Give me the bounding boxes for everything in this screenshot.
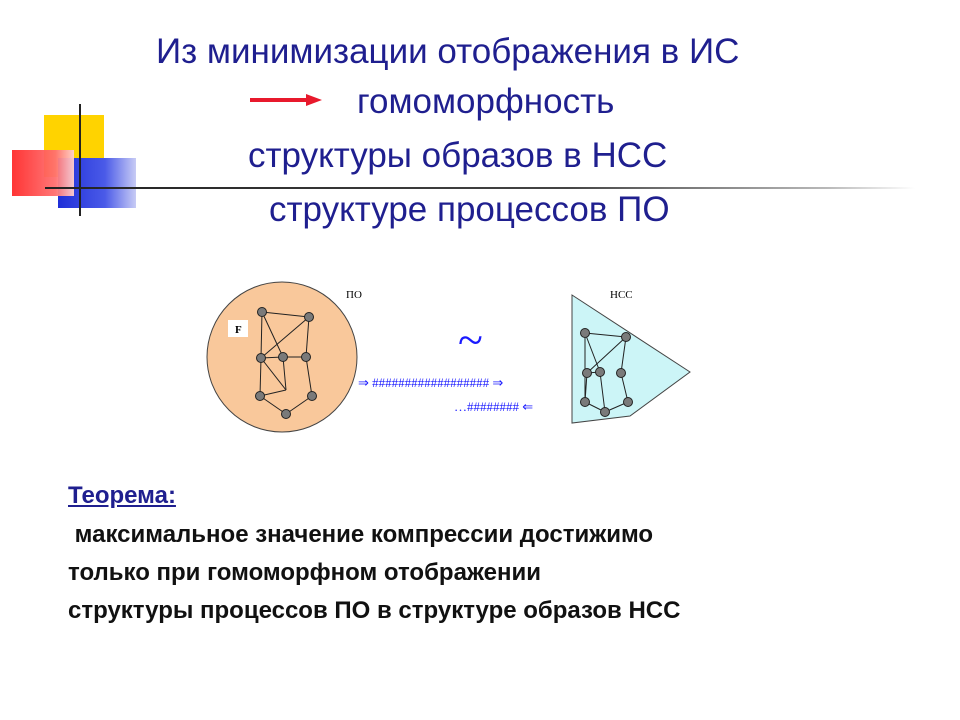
deco-horizontal-line	[45, 187, 915, 189]
f-label: F	[235, 324, 242, 336]
title-line-2: гомоморфность	[357, 82, 615, 121]
po-graph-nodes	[255, 307, 317, 419]
homomorphism-diagram: F ПО НСС ~ ⇒ ################## ⇒ …#####…	[206, 281, 691, 433]
deco-red-square	[12, 150, 74, 196]
title-line-1: Из минимизации отображения в ИС	[156, 32, 740, 71]
title-line-4: структуре процессов ПО	[269, 190, 670, 229]
theorem-label: Теорема:	[68, 482, 176, 509]
forward-stream: ⇒ ################## ⇒	[358, 375, 503, 390]
title-line-3: структуры образов в НСС	[248, 136, 668, 175]
nss-graph-nodes	[580, 328, 633, 417]
deco-vertical-line	[79, 104, 81, 216]
po-label: ПО	[346, 289, 362, 301]
backward-stream: …######## ⇐	[454, 399, 533, 414]
red-arrow-icon	[250, 94, 322, 106]
theorem-line-1: максимальное значение компрессии достижи…	[68, 521, 654, 548]
po-graph-edges	[259, 311, 313, 415]
f-box	[228, 320, 248, 337]
tilde-symbol: ~	[458, 314, 483, 365]
theorem-line-3: структуры процессов ПО в структуре образ…	[68, 597, 681, 624]
decorative-squares	[0, 0, 915, 230]
theorem-line-2: только при гомоморфном отображении	[68, 559, 541, 586]
nss-label: НСС	[610, 289, 633, 301]
nss-shape	[571, 294, 691, 424]
